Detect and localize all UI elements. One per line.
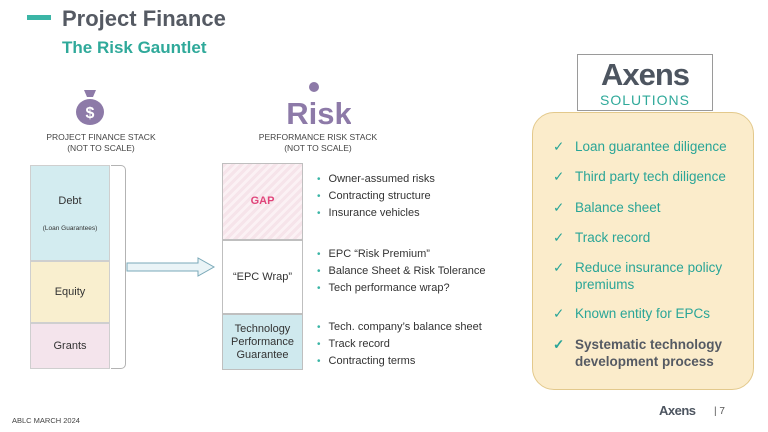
benefits-panel: ✓Loan guarantee diligence ✓Third party t… (532, 112, 754, 390)
gap-bullet-list: •Owner-assumed risks •Contracting struct… (317, 171, 435, 222)
tech-guarantee-segment: Technology Performance Guarantee (222, 314, 303, 370)
epc-wrap-label: “EPC Wrap” (232, 270, 293, 283)
list-item: •EPC “Risk Premium” (317, 248, 430, 260)
title-accent-bar (27, 15, 51, 20)
gap-segment: GAP (222, 163, 303, 240)
debt-segment: Debt (Loan Guarantees) (30, 165, 110, 261)
finance-caption-line2: (NOT TO SCALE) (67, 143, 135, 153)
finance-bracket (111, 165, 126, 369)
panel-item: ✓Reduce insurance policy premiums (553, 260, 723, 292)
check-icon: ✓ (553, 260, 565, 275)
tech-guarantee-line3: Guarantee (236, 348, 289, 361)
check-icon: ✓ (553, 200, 565, 215)
page-subtitle: The Risk Gauntlet (62, 38, 207, 57)
footer-axens-logo: Axens (659, 403, 696, 418)
list-item: •Tech performance wrap? (317, 282, 450, 294)
panel-item: ✓Loan guarantee diligence (553, 139, 727, 154)
bullet-icon: • (317, 266, 321, 277)
equity-segment: Equity (30, 261, 110, 323)
grants-segment: Grants (30, 323, 110, 369)
performance-caption-line2: (NOT TO SCALE) (284, 143, 352, 153)
grants-label: Grants (53, 340, 87, 352)
check-icon: ✓ (553, 139, 565, 154)
risk-icon-text: Risk (287, 96, 351, 128)
tech-guarantee-line1: Technology (234, 322, 291, 335)
axens-solutions-logo: Axens SOLUTIONS (577, 54, 713, 111)
list-item: •Owner-assumed risks (317, 173, 435, 185)
check-icon: ✓ (553, 169, 565, 184)
list-item: •Contracting terms (317, 355, 416, 367)
footer-text: ABLC MARCH 2024 (12, 416, 80, 425)
epc-wrap-segment: “EPC Wrap” (222, 240, 303, 314)
loan-guarantees-label: (Loan Guarantees) (42, 224, 98, 232)
finance-caption-line1: PROJECT FINANCE STACK (46, 132, 156, 142)
money-bag-icon: $ (74, 86, 106, 131)
list-item: •Track record (317, 338, 390, 350)
panel-item: ✓Known entity for EPCs (553, 306, 711, 321)
arrow-right-icon (126, 256, 216, 283)
svg-text:$: $ (86, 105, 95, 122)
check-icon: ✓ (553, 230, 565, 245)
bullet-icon: • (317, 356, 321, 367)
bullet-icon: • (317, 339, 321, 350)
bullet-icon: • (317, 174, 321, 185)
bullet-icon: • (317, 249, 321, 260)
list-item: •Insurance vehicles (317, 207, 420, 219)
panel-item: ✓Balance sheet (553, 200, 661, 215)
debt-label: Debt (58, 194, 82, 207)
list-item: •Balance Sheet & Risk Tolerance (317, 265, 486, 277)
performance-stack: GAP “EPC Wrap” Technology Performance Gu… (222, 163, 303, 370)
risk-icon: Risk (286, 80, 352, 133)
list-item: •Tech. company’s balance sheet (317, 321, 482, 333)
bullet-icon: • (317, 191, 321, 202)
panel-item: ✓Systematic technology development proce… (553, 337, 723, 369)
check-icon: ✓ (553, 337, 565, 352)
finance-stack-caption: PROJECT FINANCE STACK (NOT TO SCALE) (36, 132, 166, 154)
check-icon: ✓ (553, 306, 565, 321)
performance-caption-line1: PERFORMANCE RISK STACK (258, 132, 378, 142)
panel-item: ✓Track record (553, 230, 651, 245)
tech-bullet-list: •Tech. company’s balance sheet •Track re… (317, 319, 482, 370)
equity-label: Equity (54, 286, 86, 298)
bullet-icon: • (317, 283, 321, 294)
tech-guarantee-line2: Performance (231, 335, 294, 348)
finance-stack: Debt (Loan Guarantees) Equity Grants (30, 165, 110, 369)
panel-item: ✓Third party tech diligence (553, 169, 726, 184)
bullet-icon: • (317, 208, 321, 219)
gap-label: GAP (250, 195, 275, 207)
list-item: •Contracting structure (317, 190, 431, 202)
page-number: | 7 (714, 406, 725, 417)
performance-stack-caption: PERFORMANCE RISK STACK (NOT TO SCALE) (248, 132, 388, 154)
epc-bullet-list: •EPC “Risk Premium” •Balance Sheet & Ris… (317, 246, 485, 297)
page-title: Project Finance (62, 6, 226, 31)
logo-main-text: Axens (600, 57, 690, 92)
bullet-icon: • (317, 322, 321, 333)
logo-sub-text: SOLUTIONS (600, 92, 690, 108)
